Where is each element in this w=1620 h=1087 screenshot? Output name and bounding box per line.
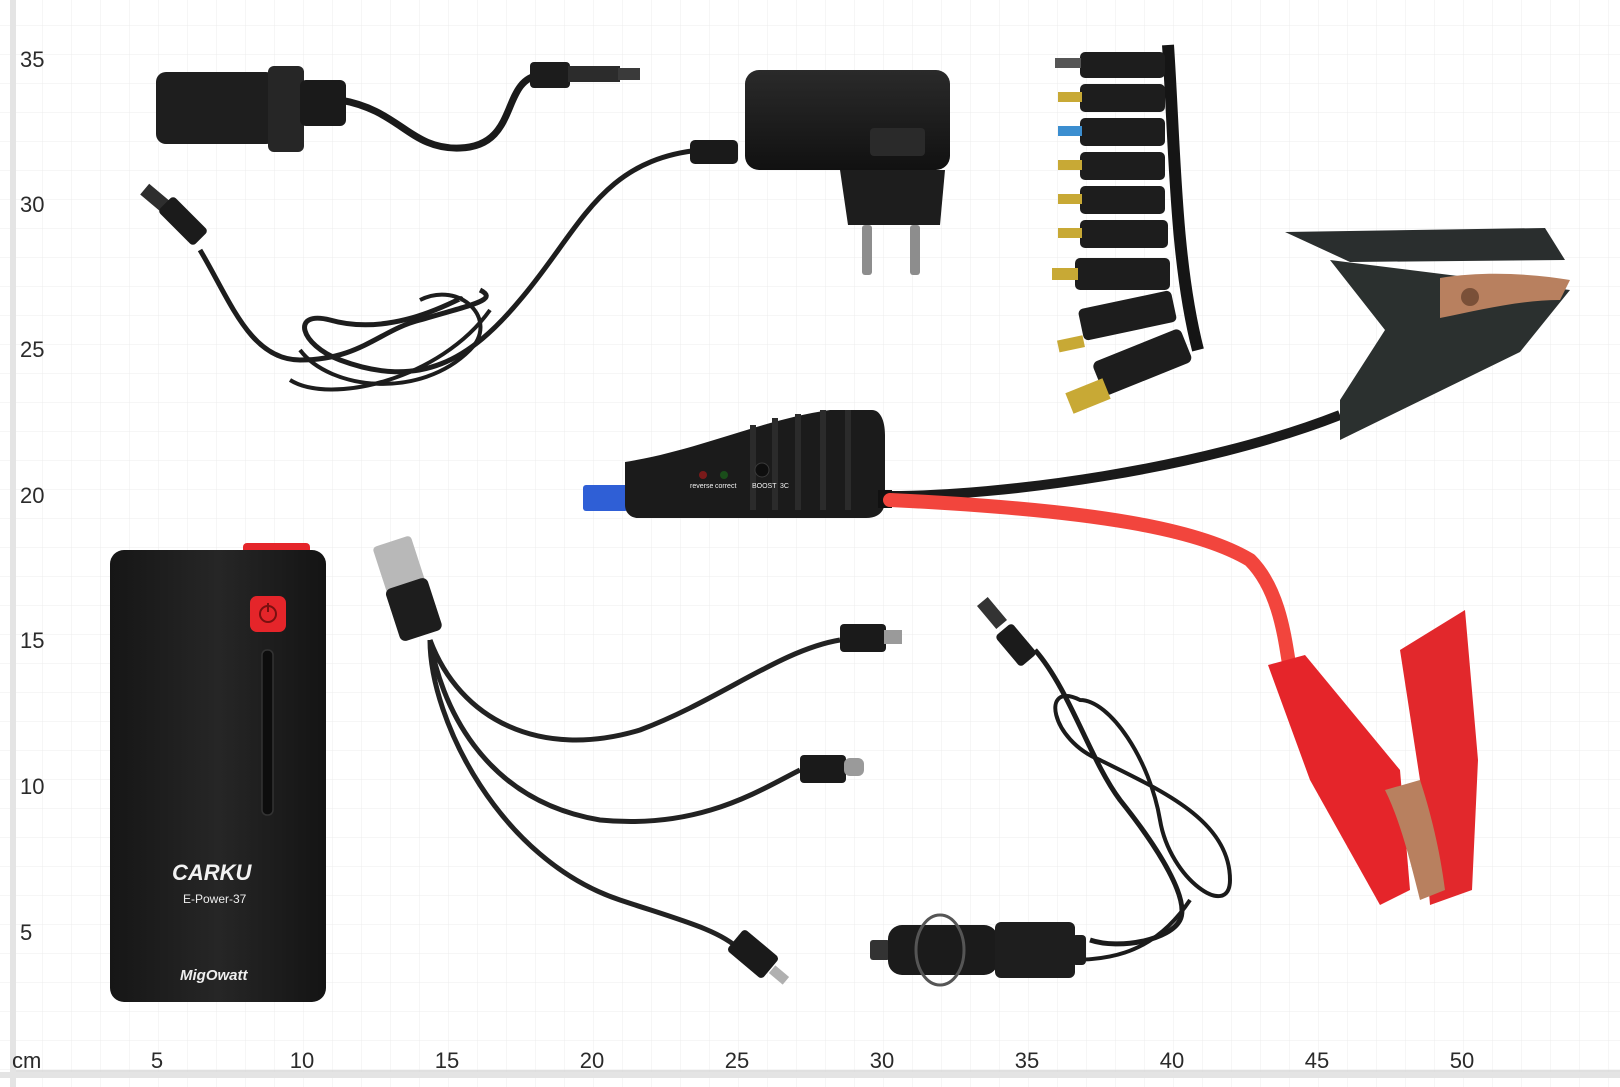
black-clamp	[889, 228, 1570, 501]
x-tick-label: 10	[289, 1048, 315, 1073]
jump-starter-box	[583, 410, 892, 518]
multi-usb-cable	[373, 536, 902, 985]
led-window	[261, 649, 274, 816]
red-clamp	[883, 493, 1478, 905]
laptop-tips	[1052, 44, 1204, 414]
y-tick-label: 35	[20, 47, 45, 72]
x-tick-label: 40	[1159, 1048, 1185, 1073]
reverse-indicator-label: reverse	[690, 483, 714, 490]
lighter-socket-adapter	[156, 62, 640, 152]
x-tick-label: 35	[1014, 1048, 1040, 1073]
x-tick-label: 50	[1449, 1048, 1475, 1073]
seller-label: MigOwatt	[180, 967, 248, 984]
y-tick-label: 5	[20, 920, 33, 945]
y-tick-label: 10	[20, 774, 45, 799]
timer-label: 3C	[780, 483, 789, 490]
unit-label: cm	[12, 1048, 42, 1073]
wall-charger	[140, 70, 950, 392]
model-label: E-Power-37	[183, 892, 247, 906]
x-tick-label: 30	[869, 1048, 895, 1073]
x-tick-label: 5	[150, 1048, 164, 1073]
x-tick-label: 15	[434, 1048, 460, 1073]
x-tick-label: 45	[1304, 1048, 1330, 1073]
y-tick-label: 25	[20, 337, 45, 362]
x-tick-label: 25	[724, 1048, 750, 1073]
power-bank: CARKU E-Power-37 MigOwatt	[110, 543, 326, 1002]
y-tick-label: 15	[20, 628, 45, 653]
power-button	[250, 596, 286, 632]
car-charger-cable	[870, 597, 1233, 987]
x-tick-label: 20	[579, 1048, 605, 1073]
brand-logo: CARKU	[172, 860, 253, 885]
y-tick-label: 30	[20, 192, 45, 217]
correct-indicator-label: correct	[715, 483, 737, 490]
boost-button-label: BOOST	[752, 483, 777, 490]
y-tick-label: 20	[20, 483, 45, 508]
